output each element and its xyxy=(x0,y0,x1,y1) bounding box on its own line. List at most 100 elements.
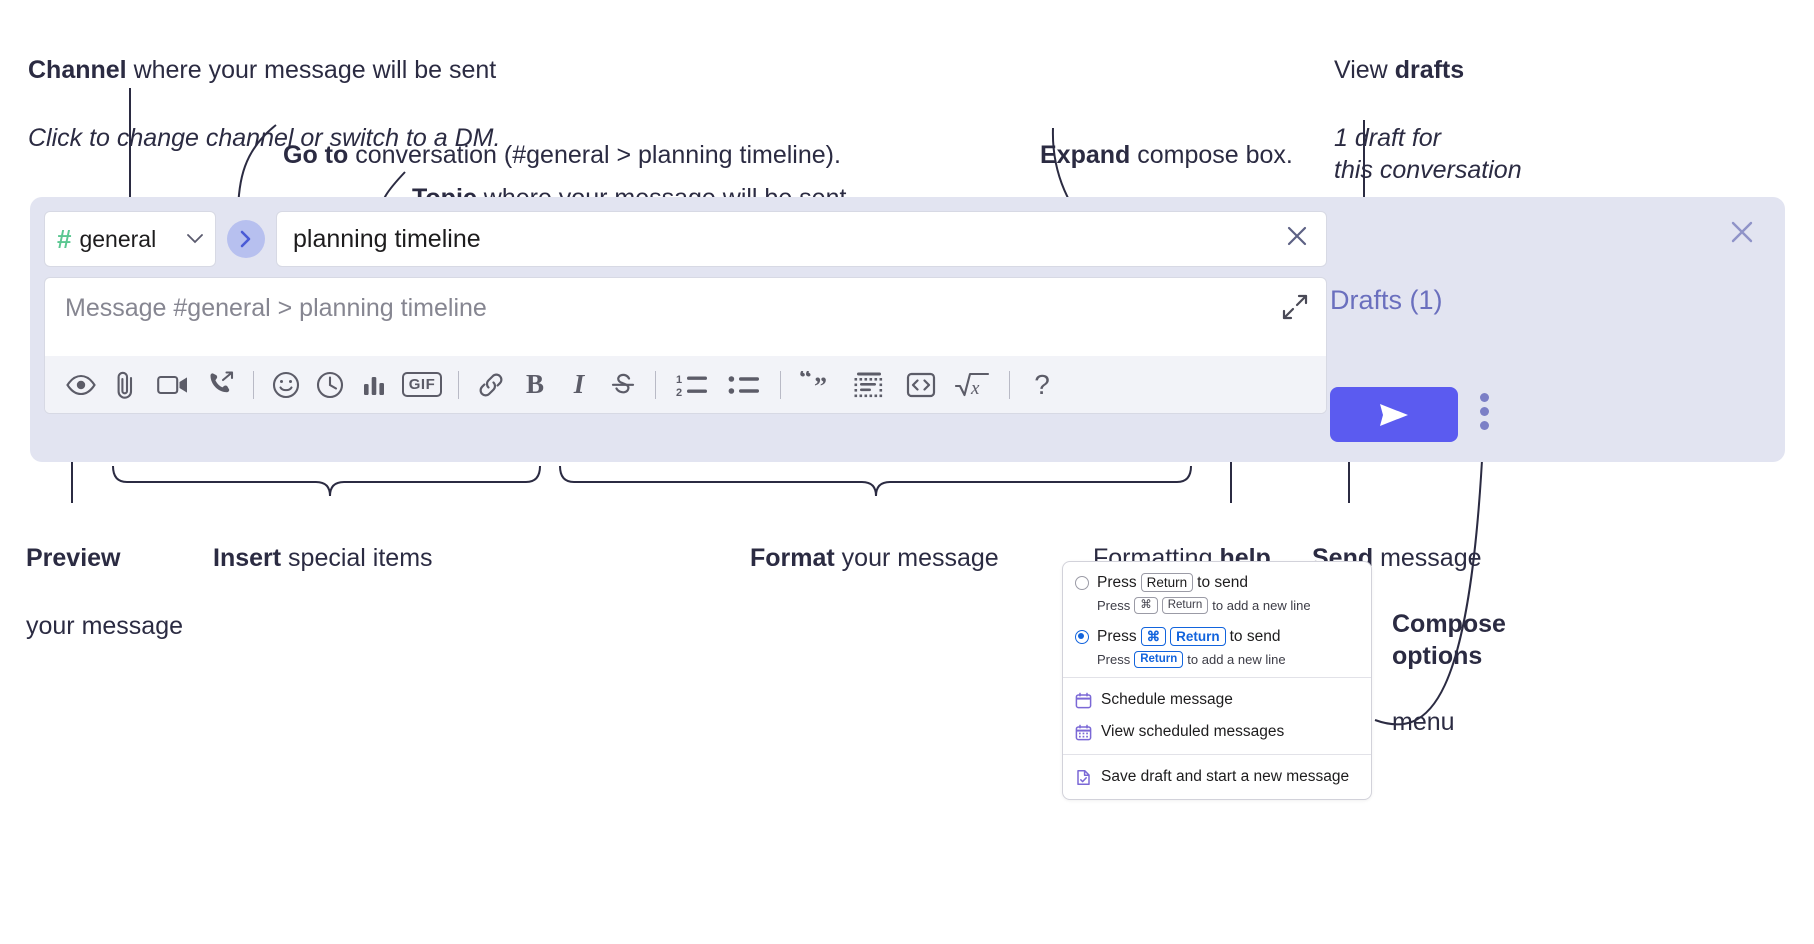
annotation-insert-bold: Insert xyxy=(213,544,282,572)
hash-icon: # xyxy=(57,224,72,254)
annotation-channel-bold: Channel xyxy=(28,56,127,84)
key-return: Return xyxy=(1170,627,1226,646)
annotation-preview-rest: your message xyxy=(26,612,184,640)
compose-panel: # general planning timeline Message #gen… xyxy=(30,197,1785,462)
annotation-compose-options-bold: Compose options xyxy=(1392,610,1506,670)
annotation-expand: Expand compose box. xyxy=(1040,107,1293,171)
annotation-insert: Insert special items xyxy=(213,510,433,574)
emoji-icon[interactable] xyxy=(264,363,308,407)
poll-icon[interactable] xyxy=(352,363,396,407)
key-return: Return xyxy=(1161,597,1209,614)
annotation-goto-bold: Go to xyxy=(283,141,349,169)
italic-label: I xyxy=(573,369,585,399)
svg-text:x: x xyxy=(970,378,980,399)
attachment-icon[interactable] xyxy=(103,363,147,407)
kebab-dot xyxy=(1480,421,1489,430)
close-icon[interactable] xyxy=(1727,217,1757,253)
channel-selector[interactable]: # general xyxy=(44,211,216,267)
ordered-list-icon[interactable]: 1 2 xyxy=(666,363,718,407)
annotation-expand-bold: Expand xyxy=(1040,141,1131,169)
annotation-compose-options-rest: menu xyxy=(1392,708,1455,736)
menu-divider xyxy=(1063,754,1371,755)
option-cmd-pre: Press xyxy=(1097,627,1137,645)
strikethrough-icon[interactable] xyxy=(601,363,645,407)
annotation-preview-bold: Preview xyxy=(26,544,121,572)
annotation-compose-options: Compose options menu xyxy=(1392,576,1506,770)
audio-clip-icon[interactable] xyxy=(199,363,243,407)
send-button[interactable] xyxy=(1330,387,1458,442)
video-icon[interactable] xyxy=(147,363,199,407)
draft-group: Save draft and start a new message xyxy=(1063,755,1371,799)
key-command: ⌘ xyxy=(1134,597,1158,614)
latex-icon[interactable]: x xyxy=(947,363,999,407)
option-return-post: to send xyxy=(1197,573,1249,591)
chevron-down-icon xyxy=(187,231,203,248)
code-block-icon[interactable] xyxy=(843,363,895,407)
message-compose-box: Message #general > planning timeline xyxy=(44,277,1327,414)
kebab-dot xyxy=(1480,393,1489,402)
gif-icon[interactable]: GIF xyxy=(396,363,448,407)
toolbar-divider xyxy=(655,370,656,399)
menu-item-label: Save draft and start a new message xyxy=(1101,768,1350,785)
svg-text:”: ” xyxy=(814,372,827,399)
option-cmd-sub-pre: Press xyxy=(1097,652,1131,667)
svg-text:2: 2 xyxy=(676,387,682,398)
annotation-preview: Preview your message xyxy=(26,510,183,674)
annotation-goto: Go to conversation (#general > planning … xyxy=(283,107,841,171)
code-icon[interactable] xyxy=(895,363,947,407)
annotation-drafts-bold: drafts xyxy=(1394,56,1465,84)
goto-conversation-button[interactable] xyxy=(227,220,265,258)
send-shortcut-options: Press Return to send Press ⌘ Return to a… xyxy=(1063,562,1371,677)
preview-icon[interactable] xyxy=(59,363,103,407)
svg-text:1: 1 xyxy=(676,374,682,386)
compose-main-column: # general planning timeline Message #gen… xyxy=(44,211,1327,414)
option-press-cmd-return-to-send[interactable]: Press ⌘ Return to send Press Return to a… xyxy=(1075,627,1359,668)
close-icon[interactable] xyxy=(1284,223,1310,255)
radio-return[interactable] xyxy=(1075,576,1089,590)
message-input[interactable]: Message #general > planning timeline xyxy=(45,278,1326,356)
gif-label: GIF xyxy=(401,372,443,397)
compose-header-row: # general planning timeline xyxy=(44,211,1327,267)
send-icon xyxy=(1380,403,1408,426)
menu-item-save-draft[interactable]: Save draft and start a new message xyxy=(1063,761,1371,793)
menu-item-label: View scheduled messages xyxy=(1101,723,1285,740)
key-return: Return xyxy=(1134,651,1184,668)
expand-icon[interactable] xyxy=(1282,294,1308,325)
bullet-list-icon[interactable] xyxy=(718,363,770,407)
toolbar-divider xyxy=(458,370,459,399)
annotation-drafts-italic: 1 draft for this conversation xyxy=(1334,124,1522,184)
calendar-icon xyxy=(1075,692,1092,709)
topic-input[interactable]: planning timeline xyxy=(276,211,1327,267)
menu-divider xyxy=(1063,677,1371,678)
help-label: ? xyxy=(1034,368,1050,400)
bold-icon[interactable]: B xyxy=(513,363,557,407)
clock-icon[interactable] xyxy=(308,363,352,407)
link-icon[interactable] xyxy=(469,363,513,407)
menu-item-view-scheduled[interactable]: View scheduled messages xyxy=(1063,716,1371,748)
annotation-channel-rest: where your message will be sent xyxy=(126,56,497,84)
calendar-grid-icon xyxy=(1075,724,1092,741)
radio-cmd-return[interactable] xyxy=(1075,630,1089,644)
help-icon[interactable]: ? xyxy=(1020,363,1064,407)
drafts-link[interactable]: Drafts (1) xyxy=(1330,285,1443,315)
annotation-expand-rest: compose box. xyxy=(1130,141,1293,169)
save-draft-icon xyxy=(1075,769,1092,786)
option-return-sub-pre: Press xyxy=(1097,598,1131,613)
option-press-return-to-send[interactable]: Press Return to send Press ⌘ Return to a… xyxy=(1075,573,1359,614)
annotation-format-rest: your message xyxy=(834,544,999,572)
option-cmd-post: to send xyxy=(1229,627,1281,645)
blockquote-icon[interactable]: “ ” xyxy=(791,363,843,407)
kebab-dot xyxy=(1480,407,1489,416)
annotation-format-bold: Format xyxy=(750,544,835,572)
toolbar-divider xyxy=(1009,370,1010,399)
schedule-group: Schedule message View scheduled messages xyxy=(1063,678,1371,754)
menu-item-schedule-message[interactable]: Schedule message xyxy=(1063,684,1371,716)
formatting-toolbar: GIF B I xyxy=(45,356,1326,413)
italic-icon[interactable]: I xyxy=(557,363,601,407)
compose-options-button[interactable] xyxy=(1480,393,1489,430)
svg-text:“: “ xyxy=(799,371,812,392)
annotation-drafts-pre: View xyxy=(1334,56,1395,84)
topic-value: planning timeline xyxy=(293,224,481,253)
key-return: Return xyxy=(1140,573,1194,592)
annotation-format: Format your message xyxy=(750,510,999,574)
